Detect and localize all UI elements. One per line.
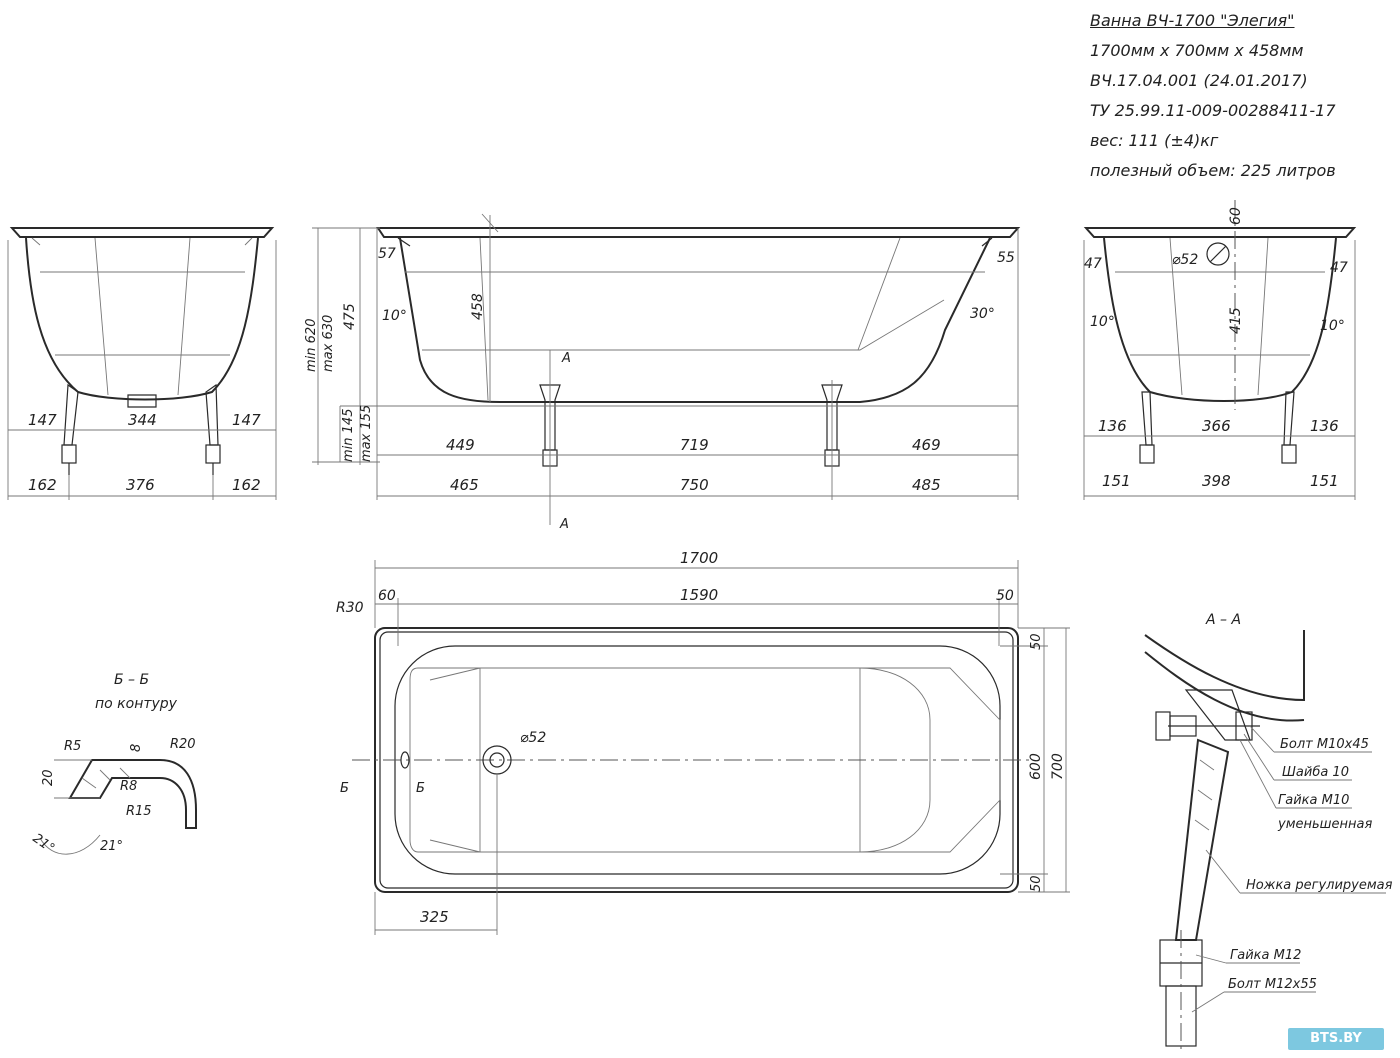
title-block: Ванна ВЧ-1700 "Элегия" 1700мм х 700мм х … [1090, 6, 1390, 186]
front-dim-162-left: 162 [28, 476, 57, 494]
end-dim-47-left: 47 [1084, 256, 1102, 272]
side-section-a-bottom: А [559, 517, 569, 532]
front-dim-376: 376 [126, 476, 155, 494]
section-b-angle-21-left: 21° [30, 831, 57, 857]
section-b-title: Б – Б [114, 672, 149, 688]
side-section-a-top: А [561, 351, 571, 366]
side-dim-750: 750 [680, 476, 709, 494]
end-dim-136-right: 136 [1310, 417, 1339, 435]
side-view: 449 719 469 465 750 485 57 55 10° 30° 45… [304, 213, 1021, 532]
front-view: 147 344 147 162 376 162 [7, 227, 277, 500]
watermark-logo: BTS.BY [1288, 1028, 1384, 1050]
front-dim-147-right: 147 [232, 411, 261, 429]
title-line-spec: ТУ 25.99.11-009-00288411-17 [1090, 101, 1336, 120]
part-washer-10: Шайба 10 [1282, 765, 1349, 780]
plan-dim-600: 600 [1028, 753, 1044, 780]
part-nut-m10: Гайка М10 [1278, 793, 1349, 808]
plan-dim-325: 325 [420, 908, 449, 926]
plan-section-b-left: Б [340, 781, 349, 796]
end-dim-60: 60 [1228, 207, 1244, 225]
side-max-155: max 155 [359, 405, 374, 462]
section-b-d8: 8 [129, 744, 144, 752]
title-line-volume: полезный объем: 225 литров [1090, 161, 1336, 180]
part-nut-m10-reduced: уменьшенная [1277, 817, 1373, 832]
side-dim-469: 469 [912, 436, 941, 454]
end-angle-10-left: 10° [1090, 314, 1115, 330]
front-dim-344: 344 [128, 411, 157, 429]
side-dim-465: 465 [450, 476, 479, 494]
end-dim-151-right: 151 [1310, 472, 1339, 490]
title-line-weight: вес: 111 (±4)кг [1090, 131, 1219, 150]
section-b-r5: R5 [64, 739, 81, 754]
side-angle-30: 30° [970, 306, 995, 322]
side-dim-475: 475 [342, 303, 358, 330]
section-b-r15: R15 [126, 804, 152, 819]
section-b-r8: R8 [120, 779, 137, 794]
end-dim-136-left: 136 [1098, 417, 1127, 435]
end-dim-398: 398 [1202, 472, 1231, 490]
end-view: 136 366 136 151 398 151 60 ⌀52 47 47 415… [1083, 200, 1357, 500]
section-a-a: А – А Болт М10х45 Шайба 10 Гайка М10 уме… [1144, 612, 1393, 1050]
end-angle-10-right: 10° [1320, 318, 1345, 334]
side-angle-10: 10° [382, 308, 407, 324]
end-dim-d52: ⌀52 [1172, 252, 1198, 268]
part-adjustable-leg: Ножка регулируемая [1246, 878, 1393, 893]
section-b-b: Б – Б по контуру R5 R20 R8 R15 20 8 21° … [30, 672, 197, 857]
side-dim-719: 719 [680, 436, 709, 454]
end-dim-366: 366 [1202, 417, 1231, 435]
side-dim-485: 485 [912, 476, 941, 494]
section-a-title: А – А [1205, 612, 1241, 628]
plan-dim-60: 60 [378, 588, 396, 604]
section-b-r20: R20 [170, 737, 196, 752]
side-min-145: min 145 [341, 409, 356, 462]
plan-dim-r30: R30 [336, 600, 364, 616]
end-dim-151-left: 151 [1102, 472, 1131, 490]
side-dim-458: 458 [470, 293, 486, 320]
plan-view: 1700 60 1590 50 R30 ⌀52 600 700 50 50 32… [336, 549, 1070, 935]
side-dim-449: 449 [446, 436, 475, 454]
plan-section-b-inner: Б [416, 781, 425, 796]
section-b-angle-21-right: 21° [100, 839, 123, 854]
plan-dim-700: 700 [1050, 753, 1066, 780]
side-min-620: min 620 [304, 319, 319, 372]
part-bolt-m12: Болт М12х55 [1228, 977, 1317, 992]
title-line-dimensions: 1700мм х 700мм х 458мм [1090, 41, 1304, 60]
end-dim-47-right: 47 [1330, 260, 1348, 276]
title-line-product: Ванна ВЧ-1700 "Элегия" [1090, 11, 1295, 30]
plan-dim-50-bottom: 50 [1029, 875, 1044, 892]
side-max-630: max 630 [321, 315, 336, 372]
part-nut-m12: Гайка М12 [1230, 948, 1301, 963]
side-dim-57: 57 [378, 246, 396, 262]
plan-dim-1590: 1590 [680, 586, 718, 604]
plan-dim-1700: 1700 [680, 549, 718, 567]
plan-dim-d52: ⌀52 [520, 730, 546, 746]
plan-dim-50: 50 [996, 588, 1014, 604]
section-b-d20: 20 [41, 769, 56, 786]
side-dim-55: 55 [997, 250, 1015, 266]
end-dim-415: 415 [1228, 307, 1244, 334]
plan-dim-50-top: 50 [1029, 633, 1044, 650]
title-line-doc-number: ВЧ.17.04.001 (24.01.2017) [1090, 71, 1308, 90]
front-dim-147-left: 147 [28, 411, 57, 429]
section-b-subtitle: по контуру [95, 696, 178, 712]
part-bolt-m10: Болт М10х45 [1280, 737, 1369, 752]
front-dim-162-right: 162 [232, 476, 261, 494]
